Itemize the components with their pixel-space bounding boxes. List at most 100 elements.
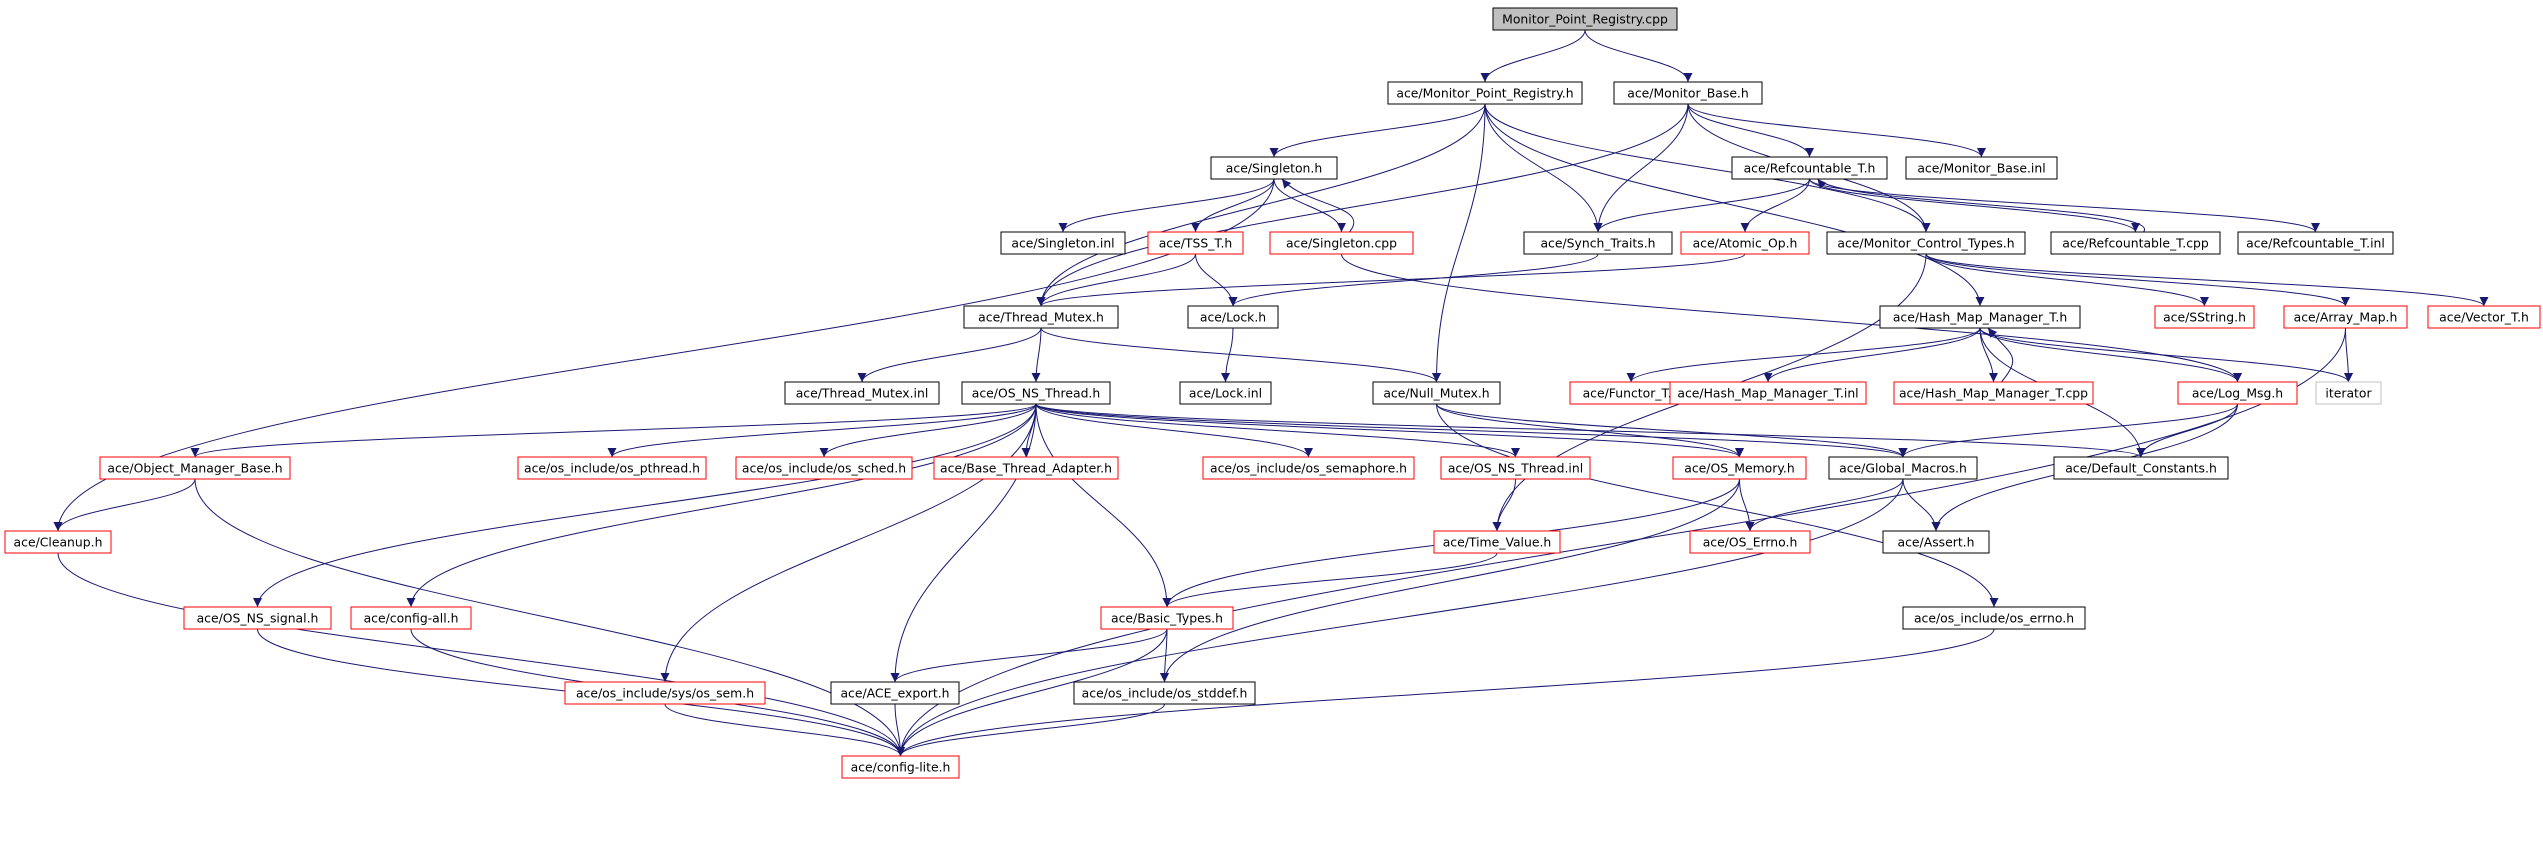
node-vector-t[interactable]: ace/Vector_T.h — [2427, 305, 2541, 329]
node-config-lite[interactable]: ace/config-lite.h — [841, 755, 960, 779]
edge-os_memory-to-os_errno_h — [1739, 478, 1755, 532]
edge-refcount_cpp-to-refcount_h — [1817, 178, 2145, 233]
node-box — [350, 606, 472, 630]
node-box — [564, 681, 766, 705]
node-os-sched[interactable]: ace/os_include/os_sched.h — [735, 456, 913, 480]
edge-os_ns_thread_h-to-config_all — [406, 403, 1037, 608]
edge-os_ns_thread_h-to-os_sched — [819, 403, 1037, 458]
node-box — [1689, 530, 1811, 554]
edge-refcount_h-to-refcount_inl — [1809, 178, 2320, 233]
node-box — [1826, 231, 2026, 255]
node-label: ace/os_include/os_errno.h — [1914, 611, 2074, 626]
node-cleanup-h[interactable]: ace/Cleanup.h — [4, 530, 112, 554]
node-label: ace/Global_Macros.h — [1839, 461, 1967, 476]
edge-os_ns_thread_h-to-os_semaphore — [1035, 403, 1313, 458]
node-lock-inl[interactable]: ace/Lock.inl — [1179, 381, 1272, 405]
node-hmm-cpp[interactable]: ace/Hash_Map_Manager_T.cpp — [1893, 381, 2094, 405]
edge-os_ns_thread_h-to-ace_export — [890, 403, 1037, 683]
edge-null_mutex-to-os_inc_errno — [1436, 403, 1999, 608]
node-os-errno-h[interactable]: ace/OS_Errno.h — [1689, 530, 1811, 554]
node-label: ace/Singleton.cpp — [1286, 236, 1397, 251]
node-array-map[interactable]: ace/Array_Map.h — [2283, 305, 2408, 329]
edge-mpr_h-to-synch_traits — [1484, 103, 1603, 233]
edge-os_ns_thread_h-to-omb_h — [190, 403, 1037, 458]
node-log-msg[interactable]: ace/Log_Msg.h — [2177, 381, 2298, 405]
node-assert-h[interactable]: ace/Assert.h — [1882, 530, 1990, 554]
edge-log_msg-to-global_macros — [1898, 403, 2238, 458]
edge-thread_mutex_h-to-null_mutex — [1040, 327, 1441, 383]
node-label: ace/Synch_Traits.h — [1540, 236, 1655, 251]
node-hmm-h[interactable]: ace/Hash_Map_Manager_T.h — [1879, 305, 2081, 329]
node-label: ace/Base_Thread_Adapter.h — [940, 461, 1112, 476]
node-label: ace/TSS_T.h — [1159, 236, 1233, 251]
node-functor-t[interactable]: ace/Functor_T.h — [1569, 381, 1693, 405]
node-box — [2315, 381, 2382, 405]
node-os-memory[interactable]: ace/OS_Memory.h — [1672, 456, 1807, 480]
node-bta-h[interactable]: ace/Base_Thread_Adapter.h — [933, 456, 1119, 480]
node-mct-h[interactable]: ace/Monitor_Control_Types.h — [1826, 231, 2026, 255]
node-box — [1372, 381, 1501, 405]
node-box — [2283, 305, 2408, 329]
node-mpr-h[interactable]: ace/Monitor_Point_Registry.h — [1387, 81, 1583, 105]
edge-refcount_h-to-refcount_cpp — [1809, 178, 2140, 233]
edge-singleton_h-to-singleton_inl — [1058, 178, 1275, 233]
node-singleton-inl[interactable]: ace/Singleton.inl — [1000, 231, 1126, 255]
edge-hmm_h-to-hmm_inl — [1763, 327, 1981, 383]
edge-root-to-mpr_h — [1480, 29, 1586, 83]
node-label: ace/config-all.h — [364, 611, 459, 626]
node-singleton-cpp[interactable]: ace/Singleton.cpp — [1269, 231, 1414, 255]
node-box — [1905, 156, 2058, 180]
node-box — [1893, 381, 2094, 405]
node-os-ns-signal[interactable]: ace/OS_NS_signal.h — [183, 606, 332, 630]
edge-os_ns_thread_h-to-os_ns_signal — [253, 403, 1037, 608]
node-box — [1387, 81, 1583, 105]
node-singleton-h[interactable]: ace/Singleton.h — [1210, 156, 1338, 180]
node-os-ns-thread-h[interactable]: ace/OS_NS_Thread.h — [961, 381, 1111, 405]
node-label: ace/os_include/os_sched.h — [742, 461, 906, 476]
node-label: ace/Log_Msg.h — [2192, 386, 2283, 401]
node-label: ace/Functor_T.h — [1583, 386, 1680, 401]
node-basic-types[interactable]: ace/Basic_Types.h — [1100, 606, 1234, 630]
node-refcount-cpp[interactable]: ace/Refcountable_T.cpp — [2050, 231, 2221, 255]
node-hmm-inl[interactable]: ace/Hash_Map_Manager_T.inl — [1669, 381, 1867, 405]
edge-omb_h-to-config_lite — [194, 478, 905, 757]
node-box — [517, 456, 707, 480]
node-os-semaphore[interactable]: ace/os_include/os_semaphore.h — [1202, 456, 1415, 480]
node-os-stddef[interactable]: ace/os_include/os_stddef.h — [1073, 681, 1256, 705]
node-config-all[interactable]: ace/config-all.h — [350, 606, 472, 630]
node-atomic-op[interactable]: ace/Atomic_Op.h — [1680, 231, 1810, 255]
node-label: ace/Singleton.h — [1226, 161, 1322, 176]
node-box — [1680, 231, 1810, 255]
edge-os_ns_thread_h-to-os_memory — [1035, 403, 1744, 458]
edge-omb_h-to-cleanup_h — [53, 478, 196, 532]
edge-mct_h-to-vector_t — [1925, 253, 2489, 307]
node-os-ns-thread-inl[interactable]: ace/OS_NS_Thread.inl — [1440, 456, 1591, 480]
node-global-macros[interactable]: ace/Global_Macros.h — [1828, 456, 1978, 480]
node-iterator[interactable]: iterator — [2315, 381, 2382, 405]
node-label: ace/Default_Constants.h — [2065, 461, 2217, 476]
node-default-constants[interactable]: ace/Default_Constants.h — [2053, 456, 2229, 480]
node-os-sem[interactable]: ace/os_include/sys/os_sem.h — [564, 681, 766, 705]
node-refcount-inl[interactable]: ace/Refcountable_T.inl — [2237, 231, 2394, 255]
edge-os_stddef-to-config_lite — [896, 703, 1165, 757]
node-thread-mutex-h[interactable]: ace/Thread_Mutex.h — [963, 305, 1119, 329]
node-thread-mutex-inl[interactable]: ace/Thread_Mutex.inl — [784, 381, 940, 405]
node-ace-export[interactable]: ace/ACE_export.h — [830, 681, 960, 705]
node-null-mutex[interactable]: ace/Null_Mutex.h — [1372, 381, 1501, 405]
node-label: ace/Lock.h — [1200, 310, 1266, 325]
node-mbase-inl[interactable]: ace/Monitor_Base.inl — [1905, 156, 2058, 180]
node-label: ace/Time_Value.h — [1443, 535, 1552, 550]
node-label: ace/Vector_T.h — [2439, 310, 2529, 325]
node-sstring-h[interactable]: ace/SString.h — [2154, 305, 2255, 329]
node-tss-h[interactable]: ace/TSS_T.h — [1147, 231, 1244, 255]
node-refcount-h[interactable]: ace/Refcountable_T.h — [1731, 156, 1888, 180]
node-os-pthread[interactable]: ace/os_include/os_pthread.h — [517, 456, 707, 480]
node-lock-h[interactable]: ace/Lock.h — [1187, 305, 1279, 329]
node-synch-traits[interactable]: ace/Synch_Traits.h — [1523, 231, 1673, 255]
node-mbase-h[interactable]: ace/Monitor_Base.h — [1613, 81, 1763, 105]
edge-basic_types-to-config_lite — [896, 628, 1168, 757]
node-omb-h[interactable]: ace/Object_Manager_Base.h — [99, 456, 291, 480]
node-os-inc-errno[interactable]: ace/os_include/os_errno.h — [1902, 606, 2086, 630]
node-box — [1073, 681, 1256, 705]
node-time-value[interactable]: ace/Time_Value.h — [1433, 530, 1561, 554]
